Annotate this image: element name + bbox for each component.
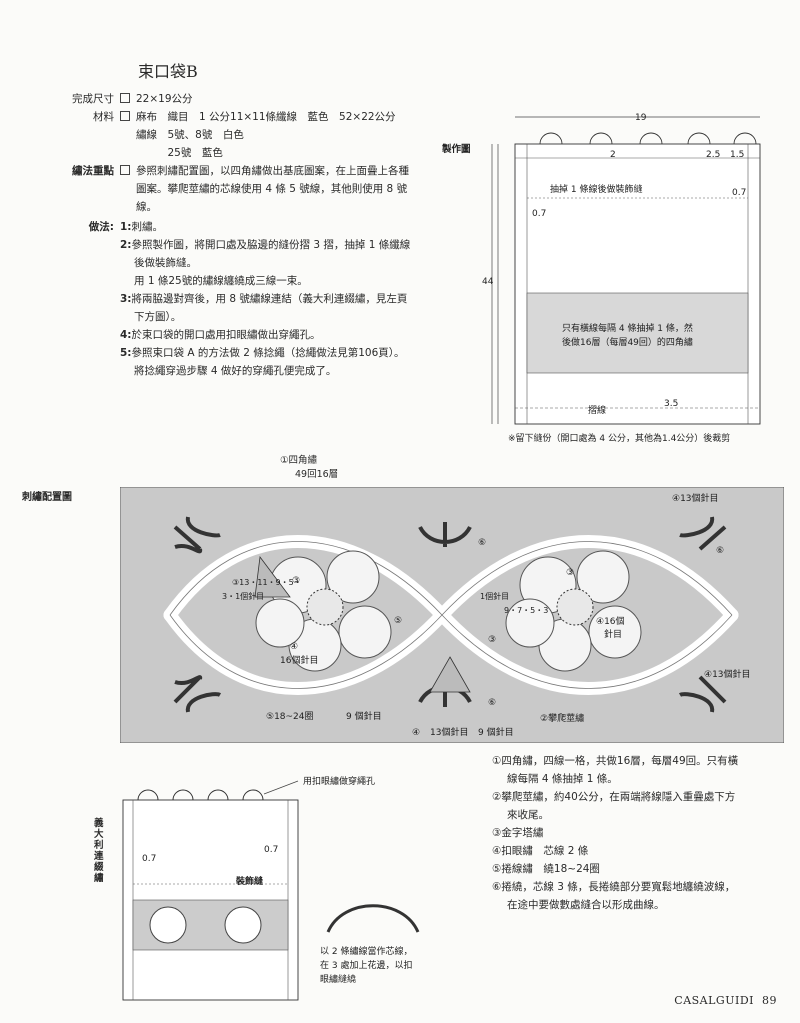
hole-note: 用扣眼繡做穿繩孔 bbox=[303, 775, 375, 787]
svg-text:④16個: ④16個 bbox=[596, 615, 625, 627]
layout-title: 刺繡配置圖 bbox=[22, 492, 72, 503]
svg-text:③: ③ bbox=[566, 568, 574, 578]
embroidery-layout-diagram: ④13個針目 ④16個 針目 ④ 16個針目 ④13個針目 ⑤18~24圈 9 … bbox=[120, 487, 784, 743]
svg-text:⑤: ⑤ bbox=[394, 616, 402, 626]
step-5: 5:參照束口袋 A 的方法做 2 條捻繩（捻繩做法見第106頁）。 將捻繩穿過步… bbox=[120, 347, 405, 377]
side-dim-b: 0.7 bbox=[532, 209, 546, 219]
layout-top-label-2: 49回16層 bbox=[295, 469, 339, 480]
deco-label: 裝飾縫 bbox=[235, 875, 264, 887]
bag-outline bbox=[514, 143, 761, 425]
flower-left bbox=[255, 550, 392, 672]
svg-text:⑤18~24圈: ⑤18~24圈 bbox=[266, 711, 314, 722]
spec-label: 材料 bbox=[93, 111, 114, 123]
svg-text:⑥: ⑥ bbox=[478, 538, 486, 548]
step-1: 1:刺繡。 bbox=[120, 221, 164, 233]
svg-text:9 個針目: 9 個針目 bbox=[478, 726, 514, 738]
svg-text:⑥: ⑥ bbox=[716, 546, 724, 556]
checkbox-icon bbox=[120, 93, 130, 103]
top-gap-dim: 2 bbox=[610, 150, 616, 160]
spec-key-points: 繡法重點 參照刺繡配置圖，以四角繡做出基底圖案，在上面疊上各種 圖案。攀爬莖繡的… bbox=[22, 162, 452, 216]
anchor-motifs bbox=[173, 516, 727, 713]
bag-sketch: 用扣眼繡做穿繩孔 0.7 0.7 裝飾縫 以 2 條繡線當作芯線， 在 3 處加… bbox=[122, 775, 420, 1001]
width-dim: 19 bbox=[635, 113, 647, 123]
drawstring-loops bbox=[539, 132, 757, 145]
svg-text:⑥: ⑥ bbox=[488, 698, 496, 708]
svg-text:3・1個針目: 3・1個針目 bbox=[222, 591, 264, 601]
brand-name: CASALGUIDI bbox=[674, 994, 754, 1007]
pull-note: 抽掉 1 條線後做裝飾縫 bbox=[550, 183, 642, 195]
svg-text:④: ④ bbox=[290, 642, 298, 652]
page-number: 89 bbox=[762, 994, 777, 1007]
construction-diagram: 製作圖 19 44 2 2.5 1.5 0.7 0.7 抽掉 1 條線後做裝飾縫… bbox=[441, 113, 761, 444]
spec-block: 完成尺寸 22×19公分 材料 麻布 織目 1 公分11×11條纖線 藍色 52… bbox=[22, 90, 452, 380]
step-3: 3:將兩脇邊對齊後，用 8 號繡線連結（義大利連綴繡，見左頁 下方圖）。 bbox=[120, 293, 408, 323]
spec-label: 完成尺寸 bbox=[72, 93, 114, 105]
svg-text:以 2 條繡線當作芯線，: 以 2 條繡線當作芯線， bbox=[320, 945, 412, 957]
svg-text:16個針目: 16個針目 bbox=[280, 654, 318, 666]
step-2: 2:參照製作圖，將開口處及脇邊的縫份摺 3 摺，抽掉 1 條纖線 後做裝飾縫。 … bbox=[120, 239, 411, 287]
stitch-legend: ①四角繡，四線一格，共做16層，每層49回。只有橫線每隔 4 條抽掉 1 條。 … bbox=[492, 755, 739, 911]
svg-text:③: ③ bbox=[292, 576, 300, 586]
checkbox-icon bbox=[120, 165, 130, 175]
band-note-2: 後做16層（每層49回）的四角繡 bbox=[562, 336, 693, 348]
bottom-gap-dim: 3.5 bbox=[664, 399, 678, 409]
svg-text:③: ③ bbox=[488, 635, 496, 645]
loop-dim-b: 1.5 bbox=[730, 150, 744, 160]
method-label: 做法: bbox=[88, 221, 114, 233]
pyramid-stitch-center bbox=[429, 656, 471, 693]
svg-text:眼繡縫繞: 眼繡縫繞 bbox=[320, 973, 356, 985]
svg-text:9 個針目: 9 個針目 bbox=[346, 710, 382, 722]
spec-label: 繡法重點 bbox=[72, 165, 114, 177]
height-dim: 44 bbox=[482, 277, 494, 287]
cord-sample bbox=[326, 904, 420, 933]
svg-text:1個針目: 1個針目 bbox=[480, 591, 509, 601]
fold-label: 摺線 bbox=[588, 404, 606, 416]
flower-right bbox=[505, 550, 642, 672]
construction-footnote: ※留下縫份（開口處為 4 公分，其他為1.4公分）後裁剪 bbox=[508, 432, 730, 444]
four-sided-stitch-band bbox=[526, 292, 749, 374]
page-title: 束口袋B bbox=[138, 62, 198, 81]
svg-text:針目: 針目 bbox=[604, 628, 622, 640]
pyramid-stitch-left bbox=[254, 555, 291, 598]
loop-dim-a: 2.5 bbox=[706, 150, 720, 160]
construction-title: 製作圖 bbox=[441, 143, 471, 155]
layout-top-label-1: ①四角繡 bbox=[280, 455, 318, 466]
side-dim-a: 0.7 bbox=[732, 188, 746, 198]
page-footer: CASALGUIDI 89 bbox=[674, 994, 777, 1007]
svg-text:③13・11・9・5・: ③13・11・9・5・ bbox=[232, 578, 302, 587]
method-block: 做法: 1:刺繡。 bbox=[22, 218, 452, 236]
band-note-1: 只有橫線每隔 4 條抽掉 1 條，然 bbox=[562, 322, 693, 334]
step-4: 4:於束口袋的開口處用扣眼繡做出穿繩孔。 bbox=[120, 329, 321, 341]
svg-text:④: ④ bbox=[412, 728, 420, 738]
svg-text:④13個針目: ④13個針目 bbox=[672, 492, 719, 504]
side-dim-a: 0.7 bbox=[142, 854, 156, 864]
svg-text:13個針目: 13個針目 bbox=[430, 726, 468, 738]
eyelet-loops bbox=[137, 789, 264, 801]
svg-text:在 3 處加上花邊，以扣: 在 3 處加上花邊，以扣 bbox=[320, 959, 412, 971]
spec-material: 材料 麻布 織目 1 公分11×11條纖線 藍色 52×22公分 繡線 5號、8… bbox=[22, 108, 452, 162]
svg-text:9・7・5・3: 9・7・5・3 bbox=[504, 606, 548, 615]
checkbox-icon bbox=[120, 111, 130, 121]
spec-size: 完成尺寸 22×19公分 bbox=[22, 90, 452, 108]
svg-text:②攀爬莖繡: ②攀爬莖繡 bbox=[540, 712, 584, 724]
svg-text:④13個針目: ④13個針目 bbox=[704, 668, 751, 680]
side-stitch-label: 義大利連綴繡 bbox=[94, 818, 104, 884]
side-dim-b: 0.7 bbox=[264, 845, 278, 855]
